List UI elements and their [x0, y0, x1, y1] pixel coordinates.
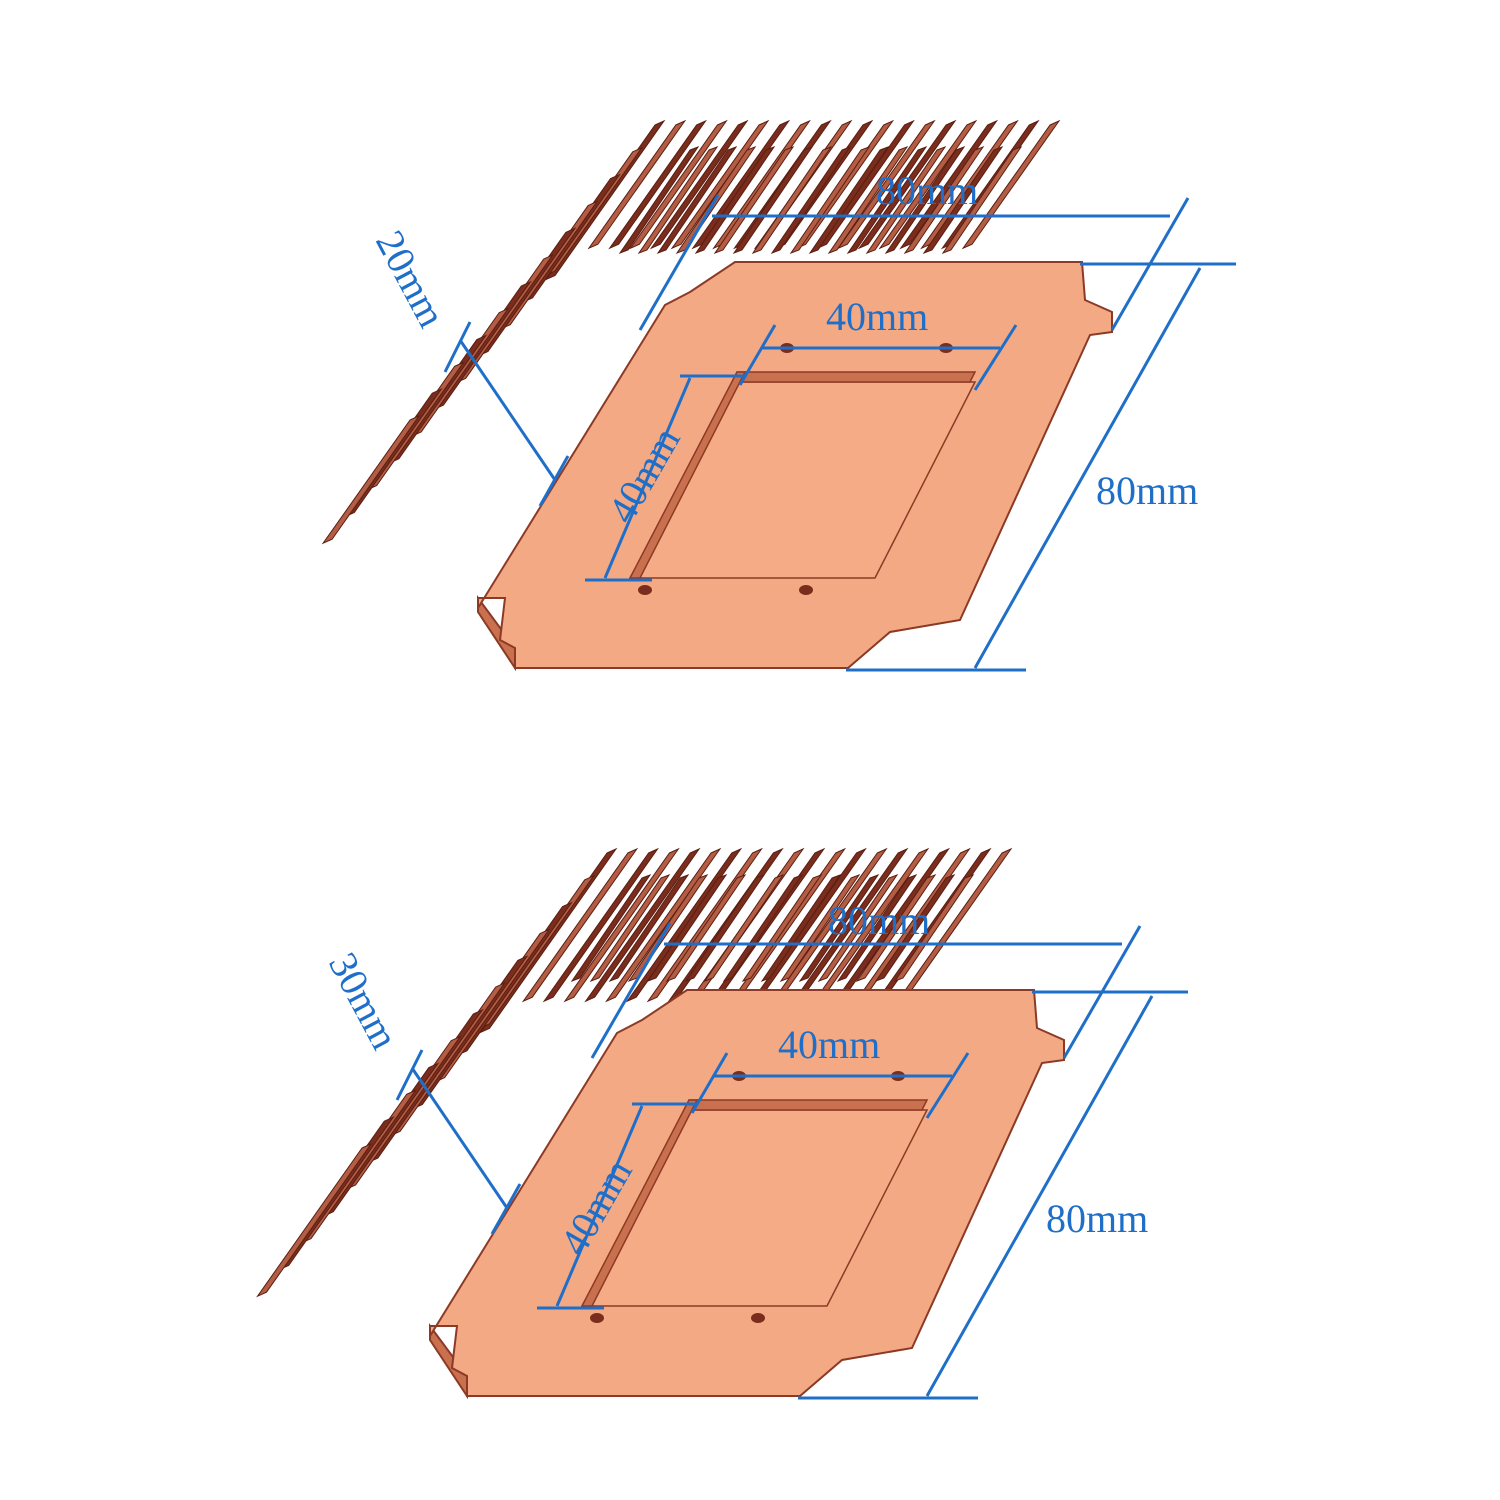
pad-rail-left — [628, 371, 747, 579]
pin-fin — [722, 873, 804, 983]
fin-dim-tick-bottom — [538, 455, 570, 507]
pin-fin — [521, 847, 639, 1003]
pin-fin — [884, 145, 966, 255]
pin-fin — [321, 414, 421, 545]
pin-fin — [732, 145, 814, 255]
pin-fin — [637, 145, 719, 255]
pin-fin — [646, 873, 728, 983]
mounting-hole — [638, 585, 652, 595]
pin-fin — [855, 873, 937, 983]
top-dim-left-tick — [638, 194, 720, 331]
side-dim-line — [973, 267, 1202, 669]
pad-width-tick-right — [925, 1052, 970, 1119]
pad-width-tick-right — [973, 324, 1018, 391]
pin-fin — [893, 873, 975, 983]
contact-pad — [628, 343, 977, 595]
pin-fin — [542, 847, 660, 1003]
pin-fin — [922, 145, 1004, 255]
fin-height-label: 30mm — [320, 945, 408, 1056]
heatsink-20mm: 20mm 80mm 80mm 40mm 40mm — [321, 119, 1236, 672]
pin-fin — [656, 145, 738, 255]
fin-dim-tick-bottom — [490, 1183, 522, 1235]
pad-rail-left — [580, 1099, 699, 1307]
pin-fin — [604, 847, 722, 1003]
pin-fin — [608, 873, 690, 983]
pin-fin — [703, 873, 785, 983]
top-length-label: 80mm — [876, 168, 978, 213]
pin-fin — [741, 873, 823, 983]
pin-fin — [589, 873, 671, 983]
pad-width-tick-left — [690, 1052, 729, 1114]
pin-fin — [760, 873, 842, 983]
mounting-hole — [751, 1313, 765, 1323]
dimension-lines — [395, 922, 1188, 1400]
side-length-label: 80mm — [1046, 1196, 1148, 1241]
pin-fin — [670, 119, 770, 250]
pin-fin — [789, 145, 871, 255]
pin-fin — [798, 873, 880, 983]
pad-rail-top — [682, 1099, 929, 1111]
pin-fin — [874, 873, 956, 983]
pin-fin — [618, 145, 700, 255]
pad-width-label: 40mm — [778, 1022, 880, 1067]
pad-width-label: 40mm — [826, 294, 928, 339]
pin-fin — [865, 145, 947, 255]
pin-fin — [694, 145, 776, 255]
pin-fin — [665, 873, 747, 983]
contact-pad — [580, 1071, 929, 1323]
heatsink-30mm: 30mm 80mm 80mm 40mm 40mm — [256, 847, 1188, 1400]
pin-fin — [563, 847, 680, 1003]
pin-fin — [846, 145, 928, 255]
pin-fin — [649, 119, 749, 250]
mounting-hole — [799, 585, 813, 595]
pin-fin — [751, 145, 833, 255]
pin-fin — [570, 873, 652, 983]
pin-fin — [587, 119, 687, 250]
pin-fin — [779, 873, 861, 983]
pin-fin — [770, 145, 852, 255]
pin-fin — [827, 145, 909, 255]
pin-fin — [584, 847, 701, 1003]
side-dim-line — [925, 995, 1154, 1397]
fin-dim-line — [410, 1067, 509, 1209]
pad-rail-top — [730, 371, 977, 383]
pin-fin — [713, 145, 795, 255]
pin-fin-array — [256, 847, 1013, 1298]
pad-height-line — [555, 1105, 644, 1307]
fin-dim-tick-top — [395, 1049, 424, 1101]
pin-fin — [256, 1142, 373, 1298]
pin-fin — [903, 145, 985, 255]
pin-fin — [836, 873, 918, 983]
pin-fin — [941, 145, 1023, 255]
top-length-label: 80mm — [828, 898, 930, 943]
mounting-hole — [590, 1313, 604, 1323]
pin-fin — [817, 873, 899, 983]
pin-fin — [608, 119, 708, 250]
side-length-label: 80mm — [1096, 468, 1198, 513]
pin-fin — [684, 873, 766, 983]
pad-width-tick-left — [738, 324, 777, 386]
dimension-lines — [443, 194, 1236, 672]
fin-dim-line — [458, 339, 557, 481]
pad-height-line — [603, 377, 692, 579]
pin-fin — [629, 119, 728, 250]
fin-dim-tick-top — [443, 321, 472, 373]
top-dim-left-tick — [590, 922, 672, 1059]
fin-height-label: 20mm — [367, 223, 455, 334]
pin-fin — [808, 145, 890, 255]
